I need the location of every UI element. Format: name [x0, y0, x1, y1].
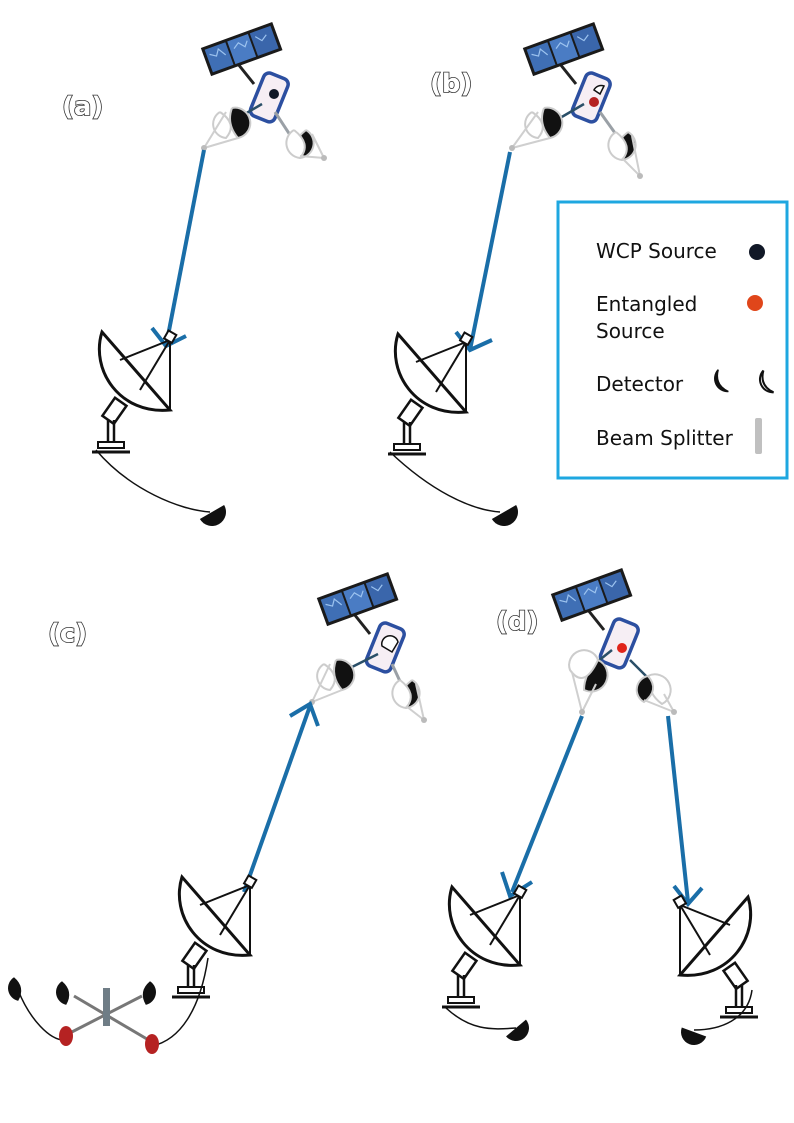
- source-dot: [145, 1034, 159, 1054]
- detector-icon: [142, 981, 156, 1005]
- legend-box: [556, 200, 789, 480]
- entangled-source-dot: [617, 643, 627, 653]
- source-dot: [59, 1026, 73, 1046]
- panel-a-label: (a): [62, 92, 103, 122]
- legend: WCP Source Entangled Source Detector Bea…: [556, 200, 789, 480]
- detector-icon: [8, 977, 22, 1001]
- panel-d-left-ground-telescope: [440, 884, 528, 1009]
- panel-c-satellite-detectors: [309, 652, 427, 723]
- legend-wcp-source-label: WCP Source: [596, 239, 717, 263]
- detector-icon: [229, 106, 252, 140]
- detector-filled-icon: [714, 369, 729, 393]
- panel-a-downlink-beam: [150, 149, 206, 349]
- panel-b-satellite-detectors: [509, 102, 643, 179]
- panel-d-right-ground-telescope: [672, 894, 760, 1019]
- panel-a-satellite-detectors: [201, 102, 327, 161]
- panel-b-downlink-beam: [454, 151, 512, 353]
- detector-icon: [199, 505, 226, 526]
- panel-d-satellite-detectors: [568, 649, 677, 715]
- panel-c: (c): [8, 570, 427, 1054]
- legend-entangled-label-1: Entangled: [596, 292, 697, 316]
- wcp-source-icon: [749, 244, 765, 260]
- panel-c-uplink-beam: [242, 701, 320, 893]
- panel-d: (d): [440, 566, 760, 1045]
- panel-c-satellite: [315, 570, 408, 676]
- detector-icon: [56, 981, 70, 1005]
- panel-d-satellite: [549, 566, 642, 672]
- beam-splitter-icon: [755, 418, 762, 454]
- legend-entangled-label-2: Source: [596, 319, 665, 343]
- panel-a-satellite: [199, 20, 292, 126]
- detector-icon: [506, 1019, 529, 1041]
- detector-empty-icon: [759, 369, 774, 394]
- panel-c-ground-source-setup: [8, 957, 209, 1054]
- panel-b: (b): [386, 20, 643, 526]
- panel-b-ground-telescope: [386, 331, 474, 456]
- entangled-source-icon: [747, 295, 763, 311]
- panel-a-ground-telescope: [90, 329, 178, 454]
- detector-icon: [491, 505, 518, 526]
- wcp-source-dot: [269, 89, 279, 99]
- panel-d-right-downlink-beam: [666, 715, 704, 908]
- detector-icon: [681, 1027, 707, 1045]
- fiber-link: [95, 449, 211, 513]
- beam-splitter: [103, 988, 110, 1026]
- panel-d-left-downlink-beam: [500, 715, 584, 900]
- panel-a: (a): [61, 20, 327, 526]
- panel-c-ground-telescope: [170, 874, 258, 999]
- legend-beam-splitter-label: Beam Splitter: [596, 426, 734, 450]
- entangled-source-dot: [589, 97, 599, 107]
- panel-b-label: (b): [430, 69, 472, 99]
- panel-c-label: (c): [48, 619, 87, 649]
- panel-b-satellite: [521, 20, 614, 126]
- panel-d-label: (d): [496, 607, 538, 637]
- legend-detector-label: Detector: [596, 372, 684, 396]
